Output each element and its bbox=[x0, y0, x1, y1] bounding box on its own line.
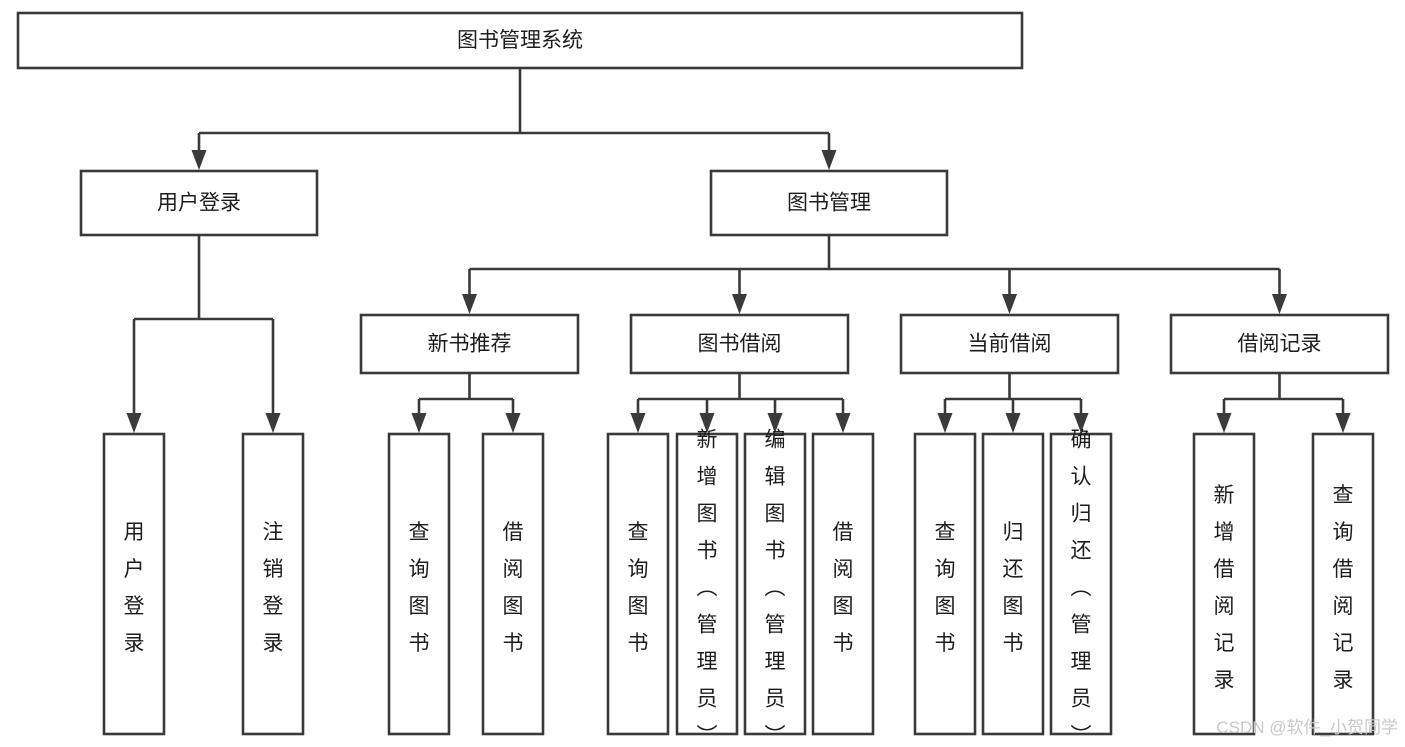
node-box bbox=[899, 313, 1120, 375]
node-leaf-borrow-book-b[interactable]: 借阅图书 bbox=[811, 432, 875, 736]
arrow-head-icon bbox=[767, 413, 783, 433]
node-box bbox=[1192, 432, 1256, 736]
node-leaf-query-book-b[interactable]: 查询图书 bbox=[606, 432, 670, 736]
node-records[interactable]: 借阅记录 bbox=[1169, 313, 1390, 375]
arrow-head-icon bbox=[835, 413, 851, 433]
node-label: 归还图书 bbox=[1003, 521, 1024, 655]
arrow-head-icon bbox=[732, 294, 747, 314]
arrow-head-icon bbox=[937, 413, 953, 433]
node-label: 借阅图书 bbox=[833, 521, 854, 655]
node-label: 用户登录 bbox=[157, 192, 241, 215]
arrow-head-icon bbox=[191, 150, 207, 170]
node-borrow[interactable]: 图书借阅 bbox=[629, 313, 850, 375]
node-leaf-add-record[interactable]: 新增借阅记录 bbox=[1192, 432, 1256, 736]
node-label: 新增借阅记录 bbox=[1214, 484, 1235, 692]
node-leaf-logout[interactable]: 注销登录 bbox=[241, 432, 305, 736]
node-box bbox=[359, 313, 580, 375]
node-box bbox=[709, 169, 949, 237]
arrow-head-icon bbox=[1005, 413, 1021, 433]
node-bookmgmt[interactable]: 图书管理 bbox=[709, 169, 949, 237]
arrow-head-icon bbox=[411, 413, 427, 433]
node-box bbox=[1169, 313, 1390, 375]
arrow-head-icon bbox=[1216, 413, 1232, 433]
node-box bbox=[606, 432, 670, 736]
connector-layer bbox=[126, 68, 1351, 433]
node-box bbox=[913, 432, 977, 736]
arrow-head-icon bbox=[1002, 294, 1017, 314]
node-label: 借阅图书 bbox=[503, 521, 524, 655]
node-box bbox=[241, 432, 305, 736]
node-leaf-edit-book[interactable]: 编辑图书︵管理员︶ bbox=[743, 428, 807, 747]
node-leaf-query-book-new[interactable]: 查询图书 bbox=[387, 432, 451, 736]
arrow-head-icon bbox=[699, 413, 715, 433]
node-label: 新增图书︵管理员︶ bbox=[697, 428, 718, 747]
node-box bbox=[481, 432, 545, 736]
node-label: 用户登录 bbox=[124, 521, 145, 655]
node-label: 查询借阅记录 bbox=[1333, 484, 1354, 692]
node-label: 当前借阅 bbox=[968, 333, 1052, 356]
node-label: 图书管理系统 bbox=[457, 29, 583, 52]
node-leaf-query-book-c[interactable]: 查询图书 bbox=[913, 432, 977, 736]
arrow-head-icon bbox=[126, 413, 142, 433]
node-leaf-borrow-book-new[interactable]: 借阅图书 bbox=[481, 432, 545, 736]
arrow-head-icon bbox=[630, 413, 646, 433]
node-layer: 图书管理系统用户登录图书管理新书推荐图书借阅当前借阅借阅记录用户登录注销登录查询… bbox=[16, 11, 1390, 747]
node-label: 图书管理 bbox=[787, 192, 871, 215]
node-leaf-user-login[interactable]: 用户登录 bbox=[102, 432, 166, 736]
node-box bbox=[16, 11, 1024, 70]
node-root[interactable]: 图书管理系统 bbox=[16, 11, 1024, 70]
csdn-watermark: CSDN @软件_小贺同学 bbox=[1216, 718, 1398, 737]
node-newbook[interactable]: 新书推荐 bbox=[359, 313, 580, 375]
node-leaf-add-book[interactable]: 新增图书︵管理员︶ bbox=[675, 428, 739, 747]
arrow-head-icon bbox=[505, 413, 521, 433]
node-current[interactable]: 当前借阅 bbox=[899, 313, 1120, 375]
node-box bbox=[102, 432, 166, 736]
arrow-head-icon bbox=[265, 413, 281, 433]
node-label: 确认归还︵管理员︶ bbox=[1071, 428, 1092, 747]
node-leaf-confirm-return[interactable]: 确认归还︵管理员︶ bbox=[1049, 428, 1113, 747]
node-box bbox=[387, 432, 451, 736]
node-box bbox=[675, 432, 739, 736]
arrow-head-icon bbox=[1073, 413, 1089, 433]
arrow-head-icon bbox=[1335, 413, 1351, 433]
node-label: 图书借阅 bbox=[698, 333, 782, 356]
node-box bbox=[1049, 432, 1113, 736]
node-box bbox=[981, 432, 1045, 736]
node-box bbox=[79, 169, 319, 237]
node-box bbox=[743, 432, 807, 736]
node-box bbox=[1311, 432, 1375, 736]
node-login[interactable]: 用户登录 bbox=[79, 169, 319, 237]
node-label: 查询图书 bbox=[935, 521, 956, 655]
node-box bbox=[629, 313, 850, 375]
node-box bbox=[811, 432, 875, 736]
node-label: 查询图书 bbox=[628, 521, 649, 655]
node-label: 查询图书 bbox=[409, 521, 430, 655]
arrow-head-icon bbox=[462, 294, 477, 314]
arrow-head-icon bbox=[1272, 294, 1287, 314]
node-leaf-query-record[interactable]: 查询借阅记录 bbox=[1311, 432, 1375, 736]
node-label: 注销登录 bbox=[263, 521, 284, 655]
node-label: 编辑图书︵管理员︶ bbox=[765, 428, 786, 747]
node-leaf-return-book[interactable]: 归还图书 bbox=[981, 432, 1045, 736]
node-label: 新书推荐 bbox=[428, 333, 512, 356]
node-label: 借阅记录 bbox=[1238, 333, 1322, 356]
arrow-head-icon bbox=[821, 150, 837, 170]
